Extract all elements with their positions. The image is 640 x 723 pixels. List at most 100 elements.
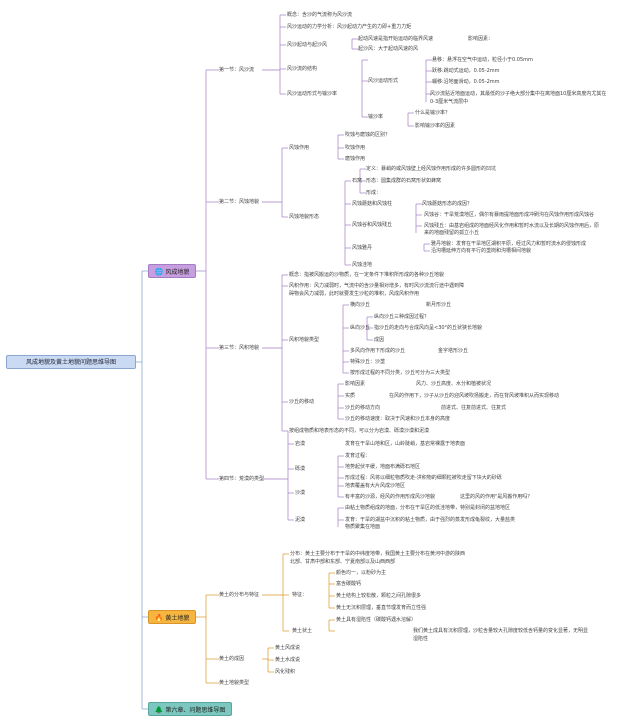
map-node-38[interactable]: 概念：指被风搬运的沙物质，在一定条件下堆积所形成的各种沙丘地貌 (289, 272, 445, 278)
map-node-17[interactable]: 第一节：风沙流 (219, 67, 255, 73)
map-node-40[interactable]: 碍物会风力减弱，此时就要发生沙粒的堆积，风成风积作用 (289, 291, 420, 297)
map-node-74[interactable]: 发育：干旱的湖盆中沉积的粘土物质，由于强烈的蒸发形成龟裂纹，大量盐类 (345, 517, 516, 523)
map-node-51[interactable]: 按形成过程的不同分类，沙丘可分为三大类型 (350, 370, 451, 376)
map-node-16[interactable]: 影响输沙率的因素 (415, 123, 456, 129)
map-node-93[interactable]: 黄土地貌类型 (219, 680, 250, 686)
map-node-77[interactable]: 分布：黄土主要分布于干旱的中纬度地带，我国黄土主要分布在黄河中游的陕西 (290, 551, 466, 557)
map-node-64[interactable]: 砾漠 (295, 466, 306, 472)
map-node-19[interactable]: 吹蚀作用 (345, 145, 366, 151)
map-node-26[interactable]: 风蚀蘑菇和风蚀柱 (352, 201, 393, 207)
map-node-1[interactable]: 风沙运动的力学分析：风沙起动力产生的力即+重力力矩 (287, 24, 412, 30)
topic-chapter-six[interactable]: 🌲第六章、问题思维导图 (148, 702, 232, 716)
map-node-56[interactable]: 实质 (345, 393, 356, 399)
map-node-88[interactable]: 湿陷性 (413, 636, 429, 642)
map-node-13[interactable]: 风沙运动形式与输沙率 (287, 91, 338, 97)
map-node-11[interactable]: 风沙流贴近地面运动，其最低的沙子绝大部分集中在离地面10厘米高度内尤其在 (430, 91, 607, 97)
map-node-22[interactable]: 定义：暴峭的或风蚀壁上经风蚀作用形成的许多圆形的凹坑 (366, 166, 497, 172)
map-node-39[interactable]: 风积作用：风力减弱时，气流中的含沙量相对增多，有时风沙流流行途中遇到障 (289, 283, 465, 289)
map-node-85[interactable]: 黄土状土 (292, 628, 313, 634)
map-node-15[interactable]: 什么是输沙率？ (415, 110, 451, 116)
map-node-8[interactable]: 蠕移:沿地面滑动，0.05-2mm (432, 79, 500, 85)
map-node-75[interactable]: 物质聚集在地面 (345, 524, 381, 530)
map-node-7[interactable]: 跃移:跳动式运动，0.05-2mm (432, 68, 500, 74)
map-node-61[interactable]: 按组成物质和地表形态的不同，可以分为岩漠、砾漠沙漠和泥漠 (289, 428, 430, 434)
map-node-35[interactable]: 沿沟槽延伸方向有平行的垄岗和沟槽相间地貌 (431, 248, 532, 254)
map-node-0[interactable]: 概念：含沙的气流称为风沙流 (287, 12, 353, 18)
map-node-57[interactable]: 在风的作用下，沙子从沙丘的迎风坡吹扬搬走，而在背风坡堆积从而实现移动 (389, 393, 560, 399)
map-node-66[interactable]: 地势起伏平缓，地面布满砾石地区 (345, 464, 421, 470)
map-node-82[interactable]: 富含碳酸钙 (336, 581, 362, 587)
map-node-67[interactable]: 形成过程：风将以细粒物质吹走-洪积物的细颗粒被吹走留下块大的砂砾 (345, 475, 502, 481)
topic-aeolian[interactable]: 🌐风成地貌 (148, 264, 196, 278)
map-node-2[interactable]: 起动风速是指开始运动的临界风速 (358, 36, 434, 42)
map-node-37[interactable]: 第二节：风蚀地貌 (219, 199, 260, 205)
tree-icon: 🌲 (154, 706, 164, 714)
map-node-76[interactable]: 第四节：荒漠的类型 (219, 476, 265, 482)
map-node-41[interactable]: 横向沙丘 (350, 302, 371, 308)
map-node-30[interactable]: 风蚀谷和风蚀残丘 (352, 222, 393, 228)
map-node-27[interactable]: 风蚀蘑菇形态的成因？ (422, 201, 473, 207)
map-node-83[interactable]: 黄土结构上较松散，颗粒之间孔隙很多 (336, 593, 422, 599)
map-node-78[interactable]: 北部、甘肃中部和东部、宁夏南部以及山西西部 (290, 559, 396, 565)
map-node-50[interactable]: 特殊沙丘：沙垄 (350, 359, 386, 365)
map-node-58[interactable]: 沙丘的移动方向 (345, 405, 381, 411)
map-node-5[interactable]: 风沙起动与起沙风 (287, 42, 328, 48)
map-node-21[interactable]: 磨蚀作用 (345, 156, 366, 162)
map-node-10[interactable]: 风沙流的结构 (287, 66, 318, 72)
map-node-55[interactable]: 沙丘的移动 (289, 399, 315, 405)
topic-label: 第六章、问题思维导图 (165, 707, 226, 714)
map-node-3[interactable]: 影响因素： (468, 36, 494, 42)
map-node-20[interactable]: 风蚀作用 (289, 145, 310, 151)
map-node-36[interactable]: 风蚀洼地 (352, 262, 373, 268)
map-node-60[interactable]: 沙丘的移动速度：取决于风速和沙丘本身的高度 (345, 416, 451, 422)
map-node-34[interactable]: 风蚀雅丹 (352, 245, 373, 251)
map-node-65[interactable]: 发育过程： (345, 453, 371, 459)
map-node-87[interactable]: 我们黄土成具有沉积层理，沙粒含量较大孔隙度较低含钙量的变化显著，无明显 (413, 628, 589, 634)
map-node-43[interactable]: 纵向沙丘 (350, 325, 371, 331)
map-node-84[interactable]: 黄土无沉积层理，垂直节理发育而立性强 (336, 605, 427, 611)
map-node-14[interactable]: 输沙率 (368, 114, 384, 120)
map-node-73[interactable]: 由粘土物质组成的地面，分布在干旱区的低洼地带，特别是封闭的盆地地区 (345, 505, 511, 511)
map-node-46[interactable]: 成因 (374, 337, 385, 343)
map-node-31[interactable]: 风蚀残丘：由基岩组成的地面经风化作用和暂时水流以及长期的风蚀作用后，原 (424, 223, 600, 229)
map-node-33[interactable]: 雅丹地貌：发育在干旱地区湖积平原，经过风力和暂时流水的侵蚀形成 (431, 241, 587, 247)
map-node-25[interactable]: 形成： (366, 190, 382, 196)
map-node-92[interactable]: 风化残积 (275, 669, 296, 675)
map-node-45[interactable]: 指沙丘的走向与合成风向呈<30°的丘状狭长地貌 (374, 325, 483, 331)
map-node-29[interactable]: 风蚀谷：干旱荒漠地区，偶尔有暴雨提地面形成冲刷沟在风蚀作用形成风蚀谷 (424, 212, 595, 218)
map-node-28[interactable]: 风蚀地貌形态 (289, 214, 320, 220)
topic-loess[interactable]: 🔥黄土地貌 (148, 610, 196, 624)
map-node-63[interactable]: 发育在干旱山地和区，山岭陡峭，基岩常裸露于地表面 (345, 441, 466, 447)
map-node-72[interactable]: 泥漠 (295, 517, 306, 523)
map-node-48[interactable]: 多风向作用下形成的沙丘 (350, 348, 406, 354)
map-node-32[interactable]: 来的地面残留的孤立小丘 (424, 230, 480, 236)
map-node-70[interactable]: 有丰富的沙源，经风的作用形成风沙地貌 (345, 494, 436, 500)
map-node-59[interactable]: 前进式、往复前进式、往复式 (441, 405, 507, 411)
map-node-86[interactable]: 黄土具有湿陷性（碳酸钙遇水溶解） (336, 617, 417, 623)
map-node-24[interactable]: 形态：圆集成群的石窝形状如蜂窝 (366, 178, 442, 184)
map-node-80[interactable]: 颜色均一，以粉砂为主 (336, 570, 387, 576)
map-node-52[interactable]: 第三节：风积地貌 (219, 345, 260, 351)
map-node-90[interactable]: 黄土风成说 (275, 645, 301, 651)
map-node-81[interactable]: 特征： (292, 592, 308, 598)
map-node-18[interactable]: 吹蚀与磨蚀的区别？ (345, 132, 391, 138)
map-node-6[interactable]: 悬移：悬浮在空气中运动，粒径小于0.05mm (432, 57, 533, 63)
map-node-79[interactable]: 黄土的分布与特征 (219, 592, 260, 598)
map-node-62[interactable]: 岩漠 (295, 441, 306, 447)
map-node-42[interactable]: 新月形沙丘 (426, 302, 452, 308)
map-node-53[interactable]: 影响因素 (345, 381, 366, 387)
map-node-44[interactable]: 纵向沙丘三种成因过程？ (374, 314, 430, 320)
map-node-12[interactable]: 0-3厘米气流层中 (430, 99, 469, 105)
map-node-89[interactable]: 黄土的成因 (219, 656, 245, 662)
map-node-23[interactable]: 石窝 (352, 178, 363, 184)
map-node-71[interactable]: 这里的风的作用"是风搬作用吗？ (460, 494, 533, 500)
map-node-54[interactable]: 风力、沙丘高度、水分和植被状况 (416, 381, 492, 387)
map-node-49[interactable]: 金字塔形沙丘 (438, 348, 469, 354)
map-node-9[interactable]: 风沙运动形式 (368, 78, 399, 84)
map-node-69[interactable]: 地表覆盖有大片风成沙地区 (345, 483, 406, 489)
map-node-91[interactable]: 黄土水成说 (275, 657, 301, 663)
root-topic[interactable]: 风成地貌及黄土地貌问题思维导图 (6, 355, 136, 369)
map-node-4[interactable]: 起沙风：大于起动风速的风 (358, 46, 419, 52)
map-node-47[interactable]: 风积地貌类型 (289, 337, 320, 343)
map-node-68[interactable]: 沙漠 (295, 490, 306, 496)
